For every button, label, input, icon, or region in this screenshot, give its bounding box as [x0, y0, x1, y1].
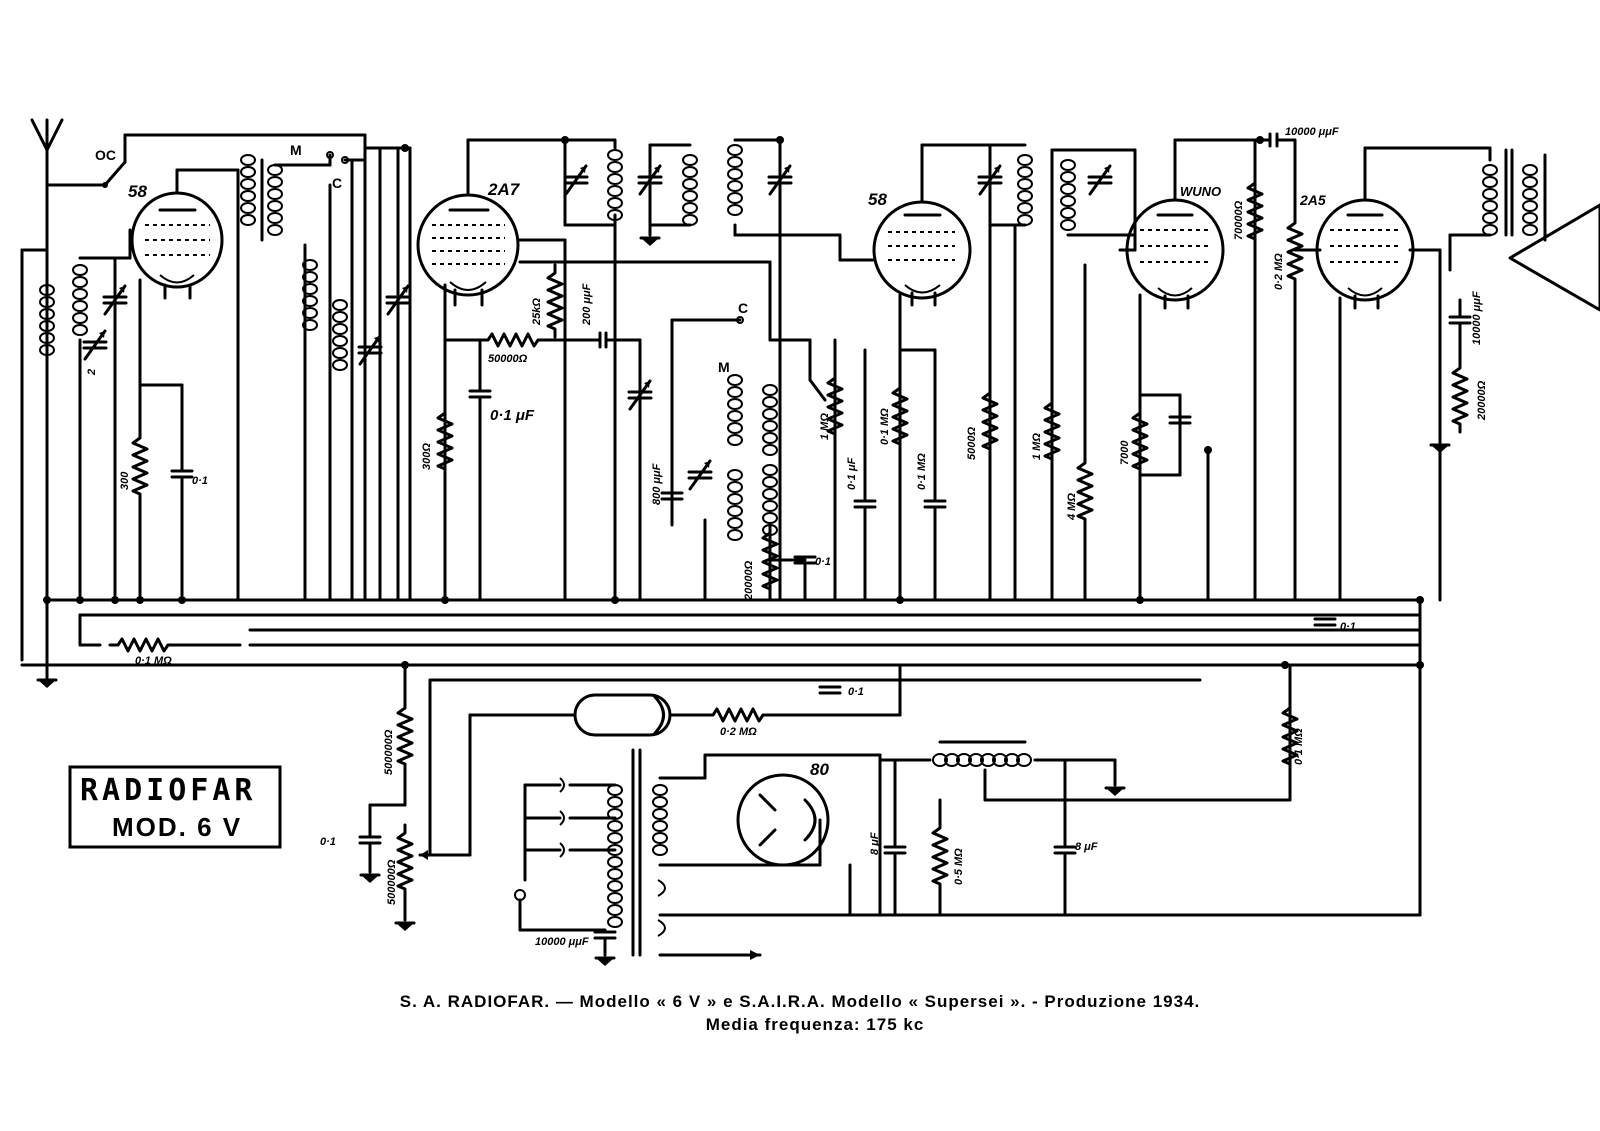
if-transformer-1b: [682, 154, 698, 226]
value-r-25k: 25kΩ: [531, 298, 543, 326]
caption-line-1: S. A. RADIOFAR. — Modello « 6 V » e S.A.…: [400, 992, 1201, 1011]
osc-coil-3: [727, 374, 743, 446]
rf-coil-1: [72, 264, 88, 336]
oc-switch: [45, 133, 367, 188]
brand-box: RADIOFAR MOD. 6 V: [68, 765, 282, 849]
value-r-7000: 7000: [1119, 440, 1131, 465]
value-c-01-d: 0·1: [848, 686, 864, 698]
if-transformer-3b: [1060, 159, 1076, 231]
value-c-10000: 10000 μμF: [1285, 126, 1339, 138]
value-c-01-a: 0·1: [192, 475, 208, 487]
value-c-01uf-b: 0·1 μF: [846, 457, 858, 490]
tube-1: [130, 168, 224, 300]
switch-label-c: C: [332, 175, 342, 191]
if-transformer-2a: [727, 144, 743, 216]
tube-label-rect: 80: [810, 760, 829, 779]
switch-label-c2: C: [738, 300, 748, 316]
value-c-200: 200 μμF: [581, 283, 593, 326]
osc-coil-4: [762, 384, 778, 456]
switch-label-oc: OC: [95, 147, 116, 163]
value-r-02m-b: 0·2 MΩ: [720, 726, 757, 738]
value-r-500000-b: 500000Ω: [386, 859, 398, 905]
tube-3: [872, 143, 972, 307]
value-2mf: 2: [86, 369, 98, 376]
bus-lines: [20, 598, 1422, 917]
value-r-05m: 0·5 MΩ: [953, 848, 965, 885]
value-c-8uf-a: 8 μF: [869, 832, 881, 855]
value-c-01-c: 0·1: [1340, 621, 1356, 633]
value-r-4m: 4 MΩ: [1066, 493, 1078, 521]
osc-coil-2: [332, 299, 348, 371]
value-r-01m-b: 0·1 MΩ: [879, 408, 891, 445]
value-r-500000: 500000Ω: [383, 729, 395, 775]
tube-5: [1315, 146, 1415, 310]
osc-coil-5: [727, 469, 743, 541]
value-r-01m-d: 0·1 MΩ: [1293, 728, 1305, 765]
if-transformer-1a: [607, 149, 623, 221]
tube-4: [1125, 138, 1225, 310]
power-transformer: [607, 748, 668, 957]
caption-line-2: Media frequenza: 175 kc: [706, 1015, 925, 1034]
value-r-1m-b: 1 MΩ: [1031, 433, 1043, 460]
value-c-01-b: 0·1: [815, 556, 831, 568]
brand-title: RADIOFAR: [80, 773, 257, 808]
brand-model: MOD. 6 V: [112, 812, 242, 842]
value-r-20000: 20000Ω: [743, 560, 755, 601]
output-transformer: [1448, 148, 1538, 272]
speaker-icon: [1508, 153, 1600, 312]
tube-label-3: 58: [868, 190, 887, 209]
tube-label-5: 2A5: [1299, 192, 1326, 208]
tube-label-4: WUNO: [1180, 184, 1221, 199]
value-c-8uf-b: 8 μF: [1075, 841, 1098, 853]
if-coil-1a: [240, 154, 256, 226]
tube-label-1: 58: [128, 182, 147, 201]
value-r-1m-a: 1 MΩ: [819, 413, 831, 440]
tuning-indicator: [573, 693, 672, 737]
value-c-01-e: 0·1: [320, 836, 336, 848]
value-r-70000: 70000Ω: [1233, 200, 1245, 240]
value-r-300-b: 300Ω: [421, 443, 433, 470]
tube-label-2: 2A7: [487, 180, 521, 199]
value-c-800: 800 μμF: [651, 463, 663, 505]
junction-dots: [43, 136, 1424, 669]
value-r-01m-a: 0·1 MΩ: [135, 655, 172, 667]
antenna-coil: [39, 284, 55, 356]
value-c-01uf: 0·1 μF: [490, 407, 535, 424]
rectifier-tube: [736, 773, 830, 867]
value-r-5000: 5000Ω: [966, 427, 978, 460]
value-c-10000-b: 10000 μμF: [1471, 291, 1483, 345]
if-coil-1b: [267, 164, 283, 236]
switch-label-m2: M: [718, 359, 730, 375]
value-r-50000: 50000Ω: [488, 353, 528, 365]
value-r-02m: 0·2 MΩ: [1273, 253, 1285, 290]
value-r-300: 300: [119, 471, 131, 490]
switch-label-m: M: [290, 142, 302, 158]
value-c-10000-c: 10000 μμF: [535, 936, 589, 948]
value-r-20000-b: 20000Ω: [1476, 380, 1488, 421]
filter-choke: [932, 740, 1032, 767]
value-r-01m-c: 0·1 MΩ: [916, 453, 928, 490]
if-transformer-3a: [1017, 154, 1033, 226]
tube-2: [416, 138, 520, 307]
